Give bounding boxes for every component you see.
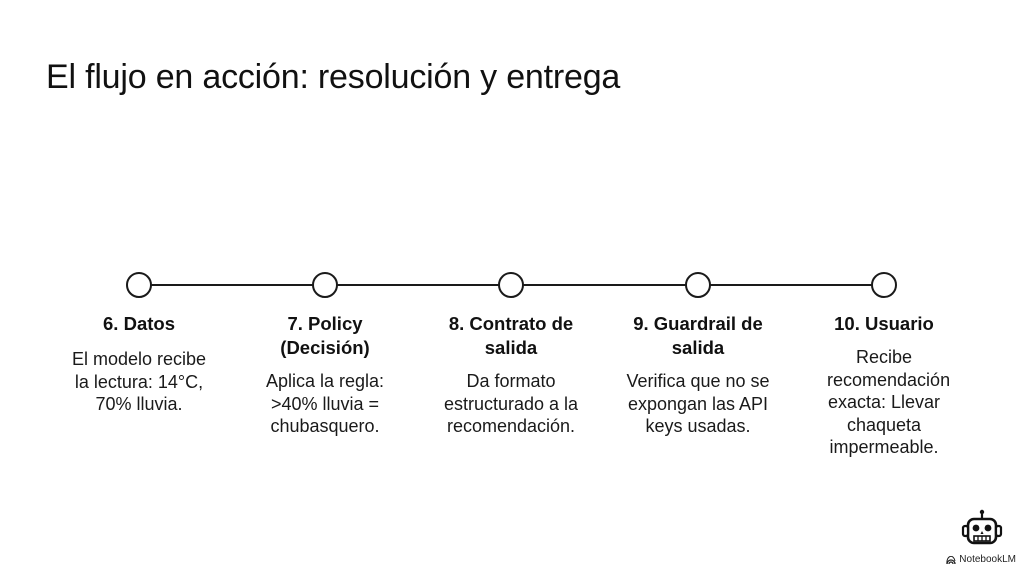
step-title: 7. Policy (Decisión) — [280, 313, 370, 358]
timeline-step: 7. Policy (Decisión) Aplica la regla: >4… — [245, 312, 405, 438]
brand-name: NotebookLM — [959, 554, 1016, 565]
slide-title: El flujo en acción: resolución y entrega — [46, 58, 621, 96]
timeline-step: 6. Datos El modelo recibe la lectura: 14… — [54, 312, 224, 416]
notebooklm-branding: NotebookLM — [936, 509, 1016, 567]
timeline-step: 9. Guardrail de salida Verifica que no s… — [613, 312, 783, 438]
timeline-node-1 — [126, 272, 152, 298]
timeline-step: 10. Usuario Recibe recomendación exacta:… — [809, 312, 959, 459]
brand-label: NotebookLM — [936, 554, 1016, 565]
timeline-step: 8. Contrato de salida Da formato estruct… — [431, 312, 591, 438]
step-title: 6. Datos — [103, 313, 175, 334]
step-description: El modelo recibe la lectura: 14°C, 70% l… — [71, 349, 207, 414]
step-description: Da formato estructurado a la recomendaci… — [443, 371, 579, 436]
timeline-node-3 — [498, 272, 524, 298]
timeline-node-4 — [685, 272, 711, 298]
step-title: 9. Guardrail de salida — [633, 313, 763, 358]
step-title: 10. Usuario — [834, 313, 934, 334]
timeline-node-2 — [312, 272, 338, 298]
step-description: Recibe recomendación exacta: Llevar chaq… — [827, 347, 951, 457]
robot-icon — [961, 509, 1003, 545]
step-description: Aplica la regla: >40% lluvia = chubasque… — [265, 371, 385, 436]
notebooklm-logo-icon — [946, 555, 956, 564]
step-title: 8. Contrato de salida — [448, 313, 574, 358]
step-description: Verifica que no se expongan las API keys… — [626, 371, 770, 436]
timeline-node-5 — [871, 272, 897, 298]
